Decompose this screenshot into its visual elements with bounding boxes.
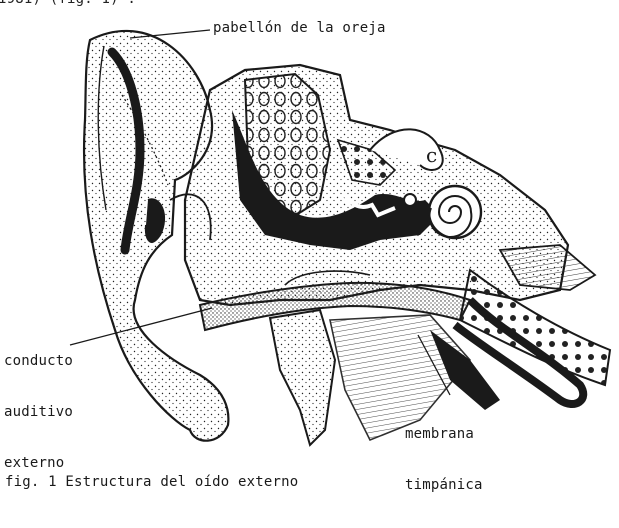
figure-page: 1981) (fig. 1) . [0,0,619,497]
figure-caption: fig. 1 Estructura del oído externo [5,474,298,491]
label-line: membrana [405,426,483,443]
svg-text:c: c [426,143,437,167]
label-line: conducto [4,353,73,370]
cochlea [429,186,481,238]
label-pabellon-de-la-oreja: pabellón de la oreja [213,20,386,37]
label-line: auditivo [4,404,73,421]
label-line: externo [4,455,73,472]
label-line: timpánica [405,477,483,494]
label-membrana-timpanica: membrana timpánica [405,392,483,528]
ear-anatomy-illustration: c [0,0,619,497]
